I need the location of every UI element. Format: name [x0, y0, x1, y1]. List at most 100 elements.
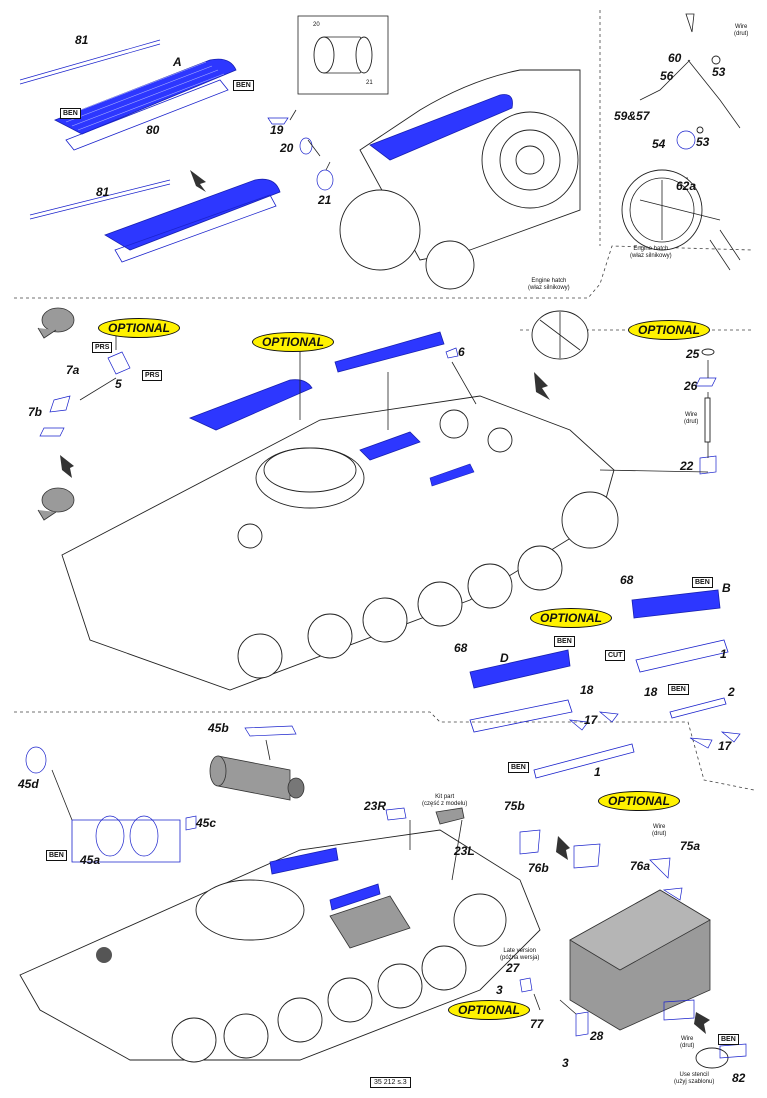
part-label-18-right: 18	[644, 685, 658, 699]
ben-tag-part-2: BEN	[668, 684, 689, 695]
leader-lines	[51, 109, 709, 1015]
ben-tag-top-left: BEN	[60, 108, 81, 119]
prs-tag-1: PRS	[92, 342, 113, 353]
part-label-53-lower: 53	[696, 135, 710, 149]
optional-badge-5: OPTIONAL	[598, 791, 680, 811]
note-wire-stencil: Wire (drut)	[680, 1036, 695, 1049]
section-dividers	[14, 10, 755, 791]
detail-box-20-21	[297, 15, 389, 95]
part-label-7a: 7a	[66, 363, 80, 377]
ring-45d	[25, 746, 47, 774]
top-grille-A	[54, 58, 237, 151]
part-label-68-right: 68	[620, 573, 634, 587]
part-label-23R: 23R	[364, 799, 387, 813]
top-rail-81-lower	[29, 179, 171, 220]
part-label-80: 80	[146, 123, 160, 137]
part-label-76a: 76a	[630, 859, 651, 873]
part-label-53-upper: 53	[712, 65, 726, 79]
note-wire-top: Wire (drut)	[734, 24, 749, 37]
parts-22-26	[695, 348, 717, 475]
optional-badge-2: OPTIONAL	[252, 332, 334, 352]
clip-6	[445, 347, 459, 359]
ben-tag-45a: BEN	[46, 850, 67, 861]
bracket-45a	[71, 815, 197, 863]
part-label-77: 77	[530, 1017, 544, 1031]
part-label-81-upper: 81	[75, 33, 89, 47]
part-label-5: 5	[115, 377, 122, 391]
arrow-bottom-toolbox	[694, 1012, 710, 1034]
detail-label-21: 21	[366, 80, 373, 86]
engine-hatch-parts-top	[621, 13, 741, 271]
part-label-76b: 76b	[528, 861, 549, 875]
clip-19	[267, 117, 289, 125]
part-label-82: 82	[732, 1071, 746, 1085]
part-label-59-57: 59&57	[614, 109, 650, 123]
cylinder-45b	[209, 725, 305, 801]
note-use-stencil: Use stencil (użyj szablonu)	[674, 1072, 715, 1085]
part-label-28: 28	[590, 1029, 604, 1043]
part-label-62a: 62a	[676, 179, 697, 193]
note-wire-mid: Wire (drut)	[684, 412, 699, 425]
ring-20	[299, 137, 313, 155]
part-label-22: 22	[680, 459, 694, 473]
part-label-23L: 23L	[454, 844, 475, 858]
part-label-B: B	[722, 581, 731, 595]
detail-label-20: 20	[313, 22, 320, 28]
top-rail-81-upper	[19, 39, 161, 85]
part-label-18-mid: 18	[580, 683, 594, 697]
ben-tag-part-1: BEN	[508, 762, 529, 773]
part-label-20: 20	[280, 141, 294, 155]
ben-tag-82: BEN	[718, 1034, 739, 1045]
page-footer: 35 212 s.3	[370, 1077, 411, 1088]
part-label-45c: 45c	[196, 816, 217, 830]
part-label-3-upper: 3	[496, 983, 503, 997]
arrow-bottom-mid	[556, 836, 570, 860]
tank-hull-lower	[19, 829, 541, 1063]
grille-optional-right	[334, 331, 445, 373]
horn-part-7	[37, 307, 131, 521]
part-label-75a: 75a	[680, 839, 701, 853]
grille-B-assembly	[631, 589, 741, 749]
part-label-56: 56	[660, 69, 674, 83]
part-label-45b: 45b	[208, 721, 229, 735]
engine-hatch-mid	[531, 310, 589, 360]
clip-23R	[385, 807, 407, 821]
part-label-A: A	[173, 55, 182, 69]
tank-rear-upper	[339, 69, 581, 290]
grille-optional-left	[188, 379, 313, 431]
top-grille-assembled	[104, 178, 281, 263]
ben-tag-grille-d: BEN	[554, 636, 575, 647]
part-label-7b: 7b	[28, 405, 43, 419]
part-label-1-right: 1	[720, 647, 727, 661]
cut-tag: CUT	[605, 650, 626, 661]
optional-badge-1: OPTIONAL	[98, 318, 180, 338]
optional-badge-3: OPTIONAL	[628, 320, 710, 340]
part-label-2: 2	[728, 685, 735, 699]
part-label-54: 54	[652, 137, 666, 151]
part-label-6: 6	[458, 345, 465, 359]
part-label-21: 21	[318, 193, 332, 207]
note-engine-hatch-mid: Engine hatch (właz silnikowy)	[528, 278, 570, 291]
note-wire-bottom: Wire (drut)	[652, 824, 667, 837]
tank-hull-middle	[61, 395, 619, 691]
arrow-top	[190, 170, 206, 192]
part-label-D: D	[500, 651, 509, 665]
part-label-45d: 45d	[18, 777, 39, 791]
part-label-75b: 75b	[504, 799, 525, 813]
optional-badge-6: OPTIONAL	[448, 1000, 530, 1020]
part-label-26: 26	[684, 379, 698, 393]
ring-21	[316, 169, 334, 191]
grille-D-assembly	[469, 649, 635, 779]
part-label-17-right: 17	[718, 739, 732, 753]
part-label-68-left: 68	[454, 641, 468, 655]
part-label-25: 25	[686, 347, 700, 361]
arrow-mid-left	[60, 455, 74, 478]
arrow-mid-hatch	[534, 372, 550, 400]
part-label-81-lower: 81	[96, 185, 110, 199]
part-label-19: 19	[270, 123, 284, 137]
note-engine-hatch-top: Engine hatch (właz silnikowy)	[630, 246, 672, 259]
part-label-17-mid: 17	[584, 713, 598, 727]
prs-tag-2: PRS	[142, 370, 163, 381]
ben-tag-grille-b: BEN	[692, 577, 713, 588]
